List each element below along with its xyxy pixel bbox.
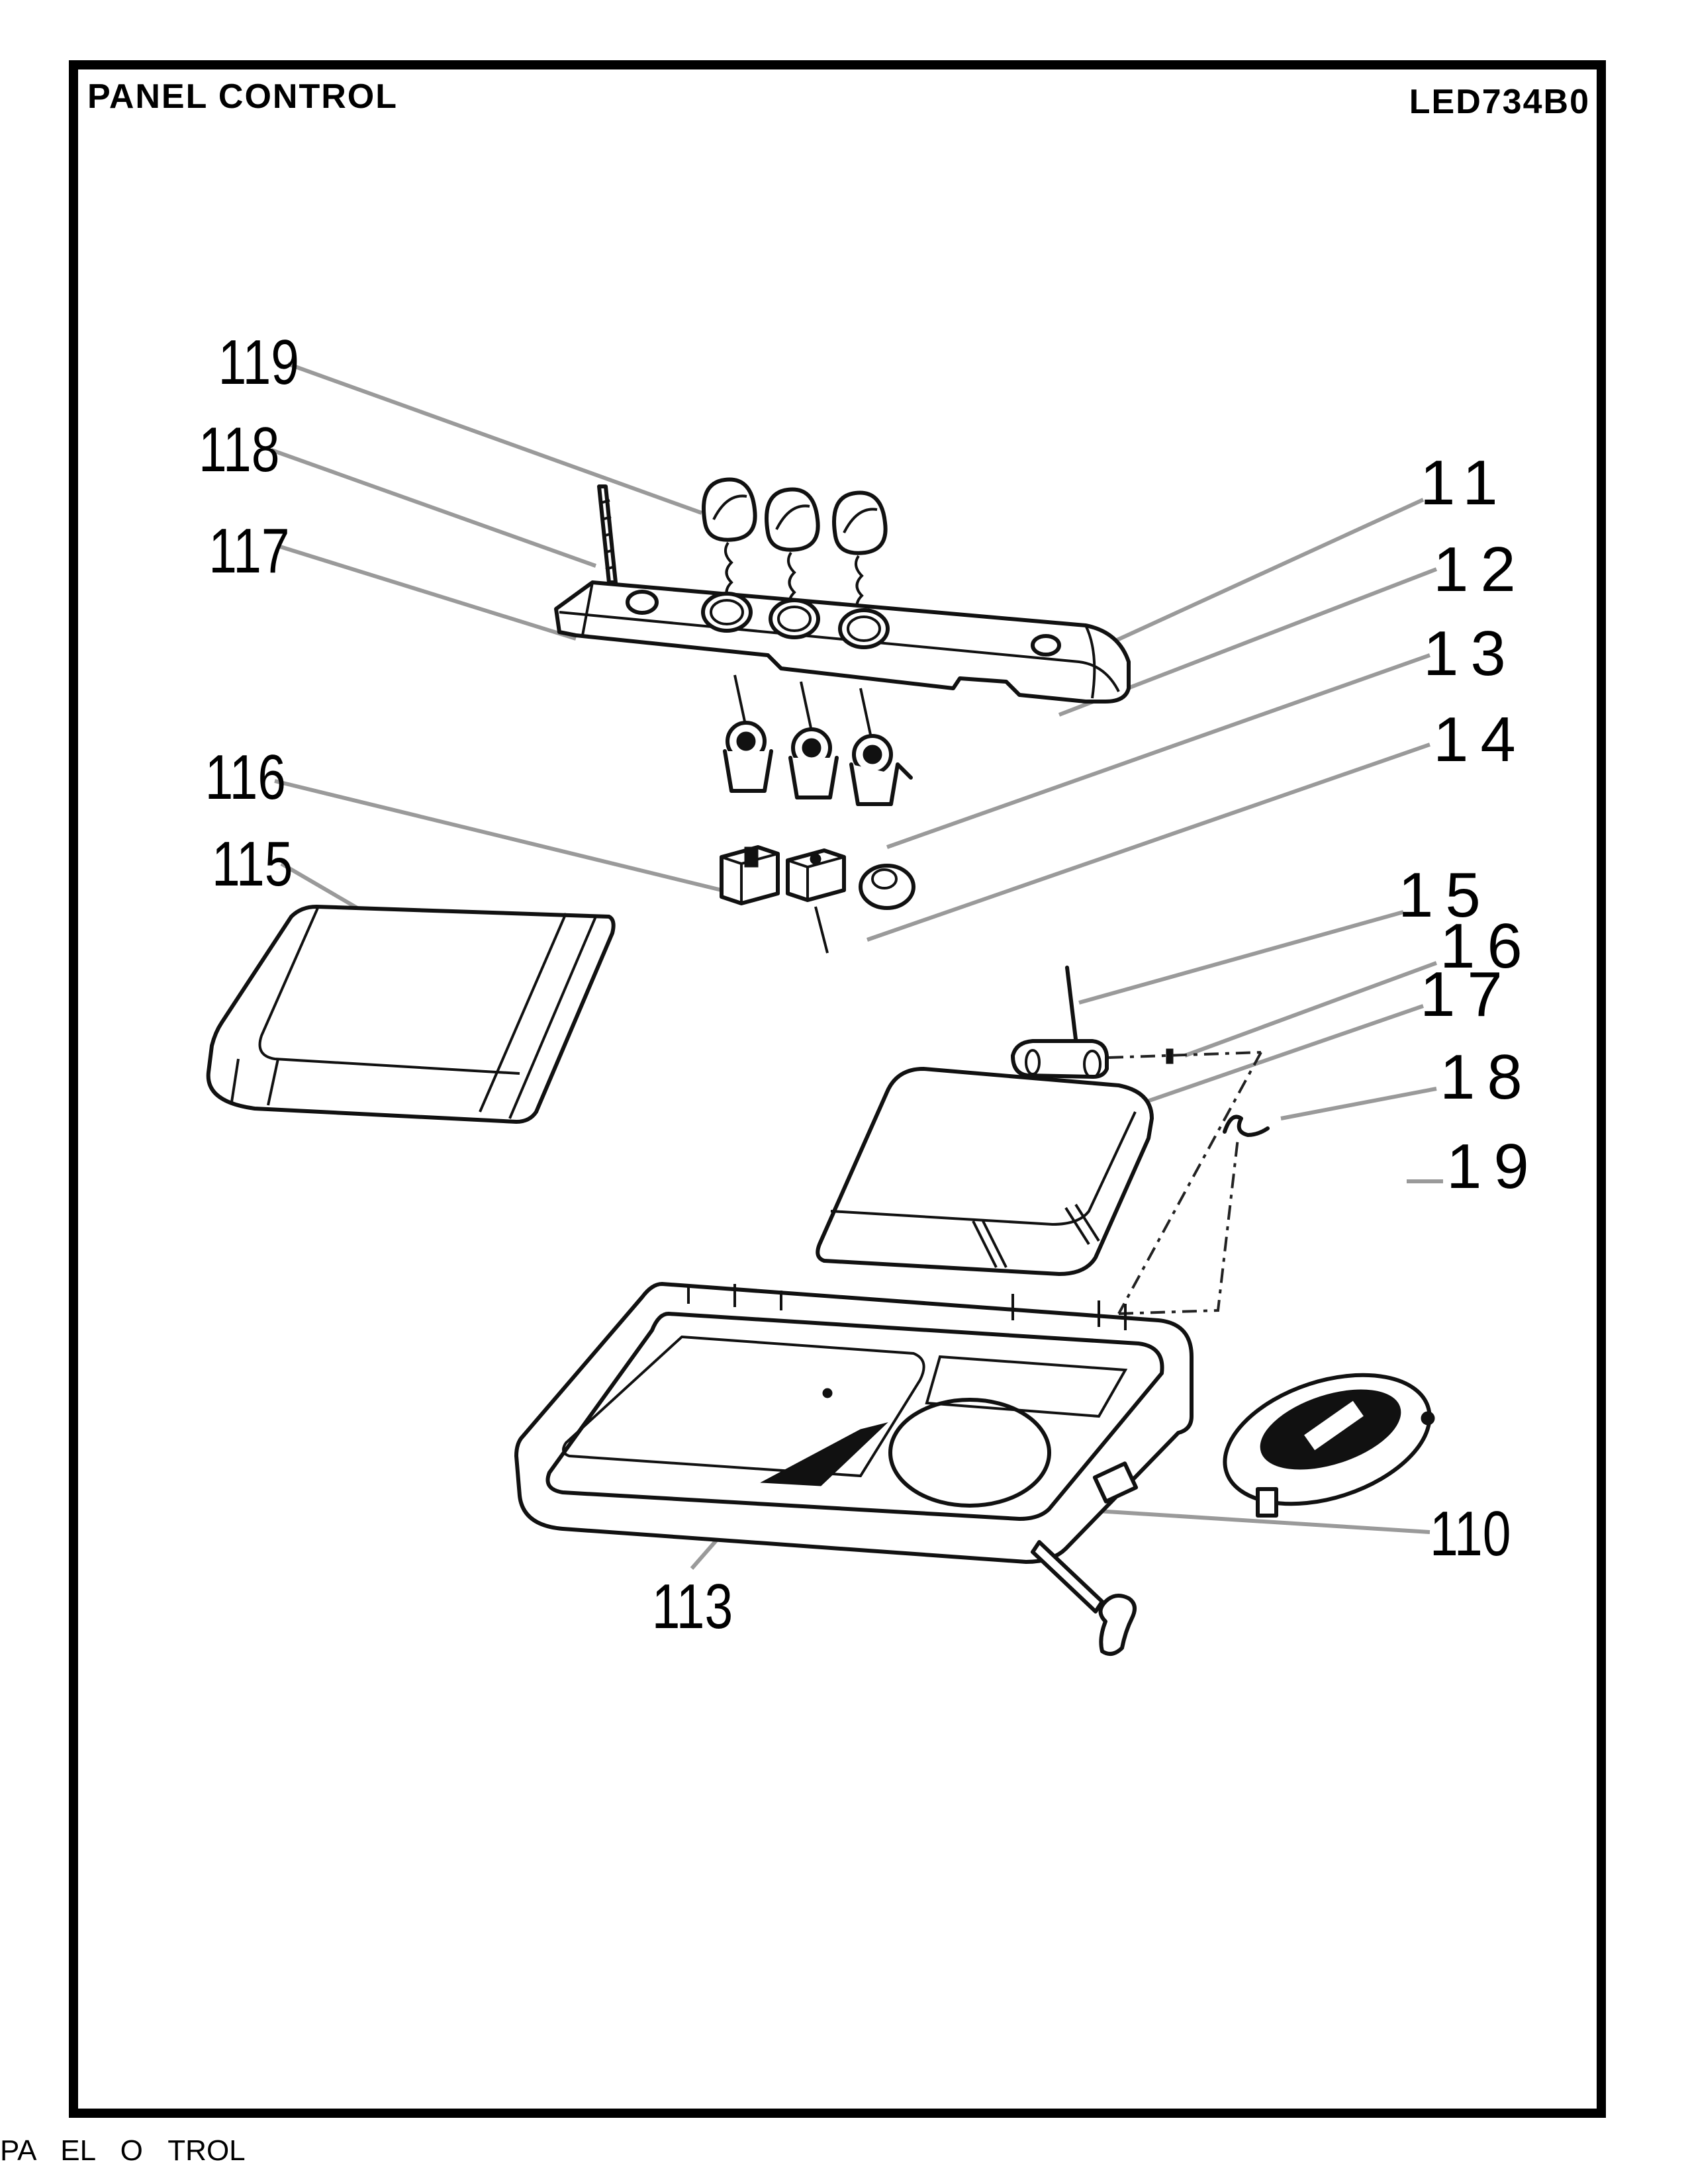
- panel-hole-right: [1031, 634, 1061, 657]
- switch-part-116: [720, 845, 780, 905]
- callout-110: 110: [1430, 1498, 1511, 1569]
- leader-119: [287, 362, 703, 515]
- model-number: LED734B0: [1409, 83, 1590, 121]
- callout-17: 17: [1420, 959, 1515, 1030]
- footer-label: PA EL O TROL: [0, 2134, 246, 2167]
- timer-1: [723, 721, 773, 793]
- callouts: 119 118 117 116 115 11 12 13 14 15 16 17…: [199, 327, 1541, 1642]
- leader-16: [1184, 961, 1438, 1058]
- wash-lid-part-115: [206, 905, 616, 1124]
- hinge-part-15: [1011, 966, 1109, 1079]
- callout-13: 13: [1423, 618, 1518, 689]
- spin-opening: [888, 1398, 1051, 1508]
- pin-part-16: [1108, 1048, 1262, 1064]
- callout-19: 19: [1446, 1131, 1541, 1202]
- timer-3: [849, 734, 913, 806]
- page-border: [69, 60, 1606, 2118]
- callout-16: 16: [1440, 911, 1534, 981]
- callout-115: 115: [212, 829, 293, 899]
- leader-115: [280, 862, 362, 912]
- callout-116: 116: [205, 742, 286, 813]
- leader-15: [1078, 910, 1404, 1005]
- rinse-inlet-part-113: [822, 1388, 833, 1398]
- drain-key: [1031, 1540, 1137, 1656]
- leader-110: [1065, 1507, 1430, 1534]
- leader-118: [270, 448, 597, 568]
- callout-12: 12: [1433, 534, 1528, 605]
- knob-2: [765, 487, 820, 614]
- timer-2: [788, 727, 839, 799]
- callout-119: 119: [218, 327, 299, 398]
- leader-117: [277, 544, 577, 641]
- leader-13: [886, 653, 1431, 849]
- leader-116: [274, 779, 722, 892]
- leader-18: [1280, 1087, 1437, 1120]
- switches-parts-116-13-14: [720, 845, 915, 954]
- assembly-guide-line: [1117, 1052, 1262, 1314]
- callout-117: 117: [209, 516, 289, 586]
- callout-18: 18: [1440, 1042, 1534, 1113]
- spin-cover-part-19: [1223, 1373, 1435, 1518]
- spin-lid-part-17: [816, 1067, 1154, 1276]
- callout-15: 15: [1398, 860, 1493, 931]
- spring-part-18: [1118, 1115, 1270, 1315]
- callout-11: 11: [1420, 447, 1510, 518]
- knob-3: [832, 490, 888, 617]
- control-panel-part-117: [554, 580, 1131, 735]
- leader-14: [867, 743, 1430, 942]
- callout-113: 113: [652, 1571, 733, 1642]
- panel-hole-left: [626, 590, 659, 615]
- leader-11: [1104, 498, 1425, 647]
- callout-14: 14: [1433, 704, 1528, 775]
- selector-part-13: [786, 848, 846, 954]
- knob-1: [702, 477, 757, 604]
- top-frame-part-110: [514, 1282, 1194, 1564]
- section-title: PANEL CONTROL: [87, 77, 398, 116]
- callout-118: 118: [199, 414, 279, 485]
- timers-part-12: [723, 721, 913, 806]
- buzzer-part-14: [859, 864, 915, 910]
- screw-part-118: [597, 484, 618, 584]
